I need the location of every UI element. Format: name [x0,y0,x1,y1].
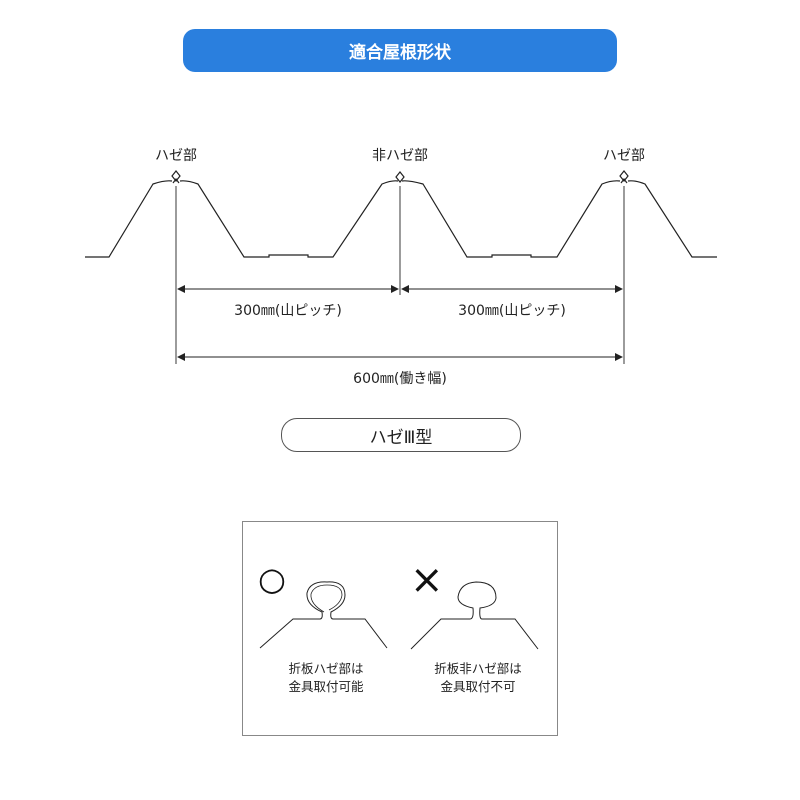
pitch-label: 300㎜(山ピッチ) [458,303,566,319]
type-badge: ハゼⅢ型 [281,418,521,452]
non-seam-icon [395,171,405,183]
seam-profile-ok [259,581,388,649]
seam-profile-ok-inner [310,584,343,613]
working-width-label: 600㎜(働き幅) [353,371,447,387]
seam-icon [619,170,629,184]
non-seam-label: 非ハゼ部 [372,148,428,164]
seam-icon [171,170,181,184]
ok-caption-line: 折板ハゼ部は [288,661,364,676]
ng-mark-icon: × [410,557,444,603]
seam-profile-ng [410,581,539,650]
page-title: 適合屋根形状 [183,29,617,72]
ok-mark-icon: ○ [258,560,286,598]
comparison-panel [242,521,558,736]
ng-caption-line: 金具取付不可 [440,679,516,694]
roof-profile-line [85,180,717,258]
seam-label: ハゼ部 [603,148,645,164]
ok-caption-line: 金具取付可能 [288,679,364,694]
ok-caption: 折板ハゼ部は 金具取付可能 [288,660,363,696]
ng-caption: 折板非ハゼ部は 金具取付不可 [434,660,522,696]
pitch-label: 300㎜(山ピッチ) [234,303,342,319]
arrowheads [177,285,623,361]
seam-label: ハゼ部 [155,148,197,164]
ng-caption-line: 折板非ハゼ部は [434,661,522,676]
